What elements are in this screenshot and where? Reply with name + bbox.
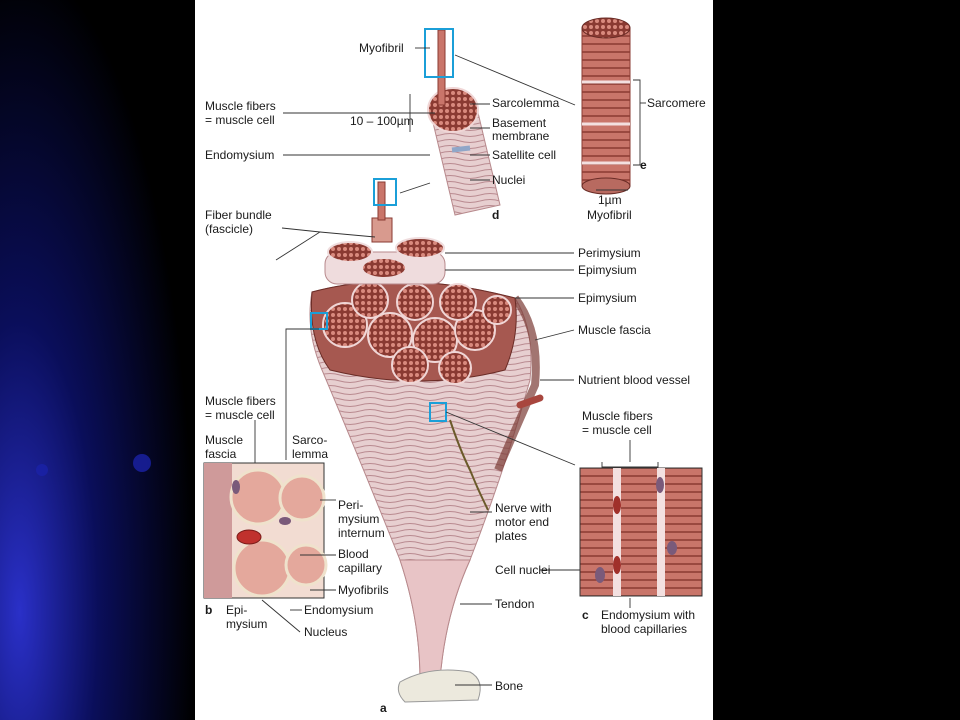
myofibril-e <box>581 17 631 195</box>
label-epimysium-1: Epimysium <box>578 263 637 277</box>
label-fiber-bundle-2: (fascicle) <box>205 222 253 236</box>
label-epimysium-2: Epimysium <box>578 291 637 305</box>
label-muscle-fascia: Muscle fascia <box>578 323 651 337</box>
glow-dot-2 <box>133 454 151 472</box>
label-b-muscle-2: fascia <box>205 447 237 461</box>
glow-dot-1 <box>36 464 48 476</box>
fascicle-cross-sections <box>322 281 512 385</box>
label-panel-b: b <box>205 603 212 617</box>
fascicle-bundle <box>324 178 446 285</box>
label-panel-e: e <box>640 158 647 172</box>
label-b-sarco-1: Sarco- <box>292 433 327 447</box>
label-myofibril-e: Myofibril <box>587 208 632 222</box>
label-b-epi-2: mysium <box>226 617 267 631</box>
label-muscle-fibers: Muscle fibers <box>205 99 276 113</box>
label-panel-a: a <box>380 701 387 715</box>
label-satellite-cell: Satellite cell <box>492 148 556 162</box>
label-c-muscle-fibers-1: Muscle fibers <box>582 409 653 423</box>
label-bone: Bone <box>495 679 523 693</box>
label-nutrient-vessel: Nutrient blood vessel <box>578 373 690 387</box>
label-sarcolemma: Sarcolemma <box>492 96 560 110</box>
label-basement-2: membrane <box>492 129 550 143</box>
label-one-um: 1µm <box>598 193 622 207</box>
label-b-blood-1: Blood <box>338 547 369 561</box>
panel-b <box>203 462 328 599</box>
muscle-fascia-edge <box>494 295 540 472</box>
label-nuclei: Nuclei <box>492 173 525 187</box>
label-b-epi-1: Epi- <box>226 603 247 617</box>
label-tendon: Tendon <box>495 597 534 611</box>
label-c-muscle-fibers-2: = muscle cell <box>582 423 652 437</box>
label-b-sarco-2: lemma <box>292 447 328 461</box>
label-b-peri-2: mysium <box>338 512 379 526</box>
label-myofibril-top: Myofibril <box>359 41 404 55</box>
left-glow <box>0 0 195 720</box>
label-b-muscle-1: Muscle <box>205 433 243 447</box>
label-muscle-cell: = muscle cell <box>205 113 275 127</box>
nerve <box>449 419 489 511</box>
label-b-blood-2: capillary <box>338 561 382 575</box>
label-b-peri-1: Peri- <box>338 498 363 512</box>
label-b-peri-3: internum <box>338 526 385 540</box>
label-nerve-1: Nerve with <box>495 501 552 515</box>
labels: Myofibril Muscle fibers = muscle cell 10… <box>205 41 706 715</box>
bone <box>397 669 481 703</box>
label-b-endomysium: Endomysium <box>304 603 373 617</box>
highlight-box-myofibril <box>424 28 454 78</box>
muscle-fiber-d <box>424 28 501 216</box>
nutrient-blood-vessel <box>516 394 544 409</box>
label-size-range: 10 – 100µm <box>350 114 414 128</box>
main-muscle-illustration <box>309 280 544 703</box>
label-perimysium: Perimysium <box>578 246 641 260</box>
label-panel-c: c <box>582 608 589 622</box>
label-b-muscle-fibers-1: Muscle fibers <box>205 394 276 408</box>
panel-c <box>579 467 703 597</box>
figure-panel: Myofibril Muscle fibers = muscle cell 10… <box>195 0 713 720</box>
label-basement-1: Basement <box>492 116 547 130</box>
label-b-myofibrils: Myofibrils <box>338 583 389 597</box>
label-c-cell-nuclei: Cell nuclei <box>495 563 550 577</box>
leader-lines <box>254 47 659 686</box>
label-sarcomere: Sarcomere <box>647 96 706 110</box>
label-nerve-2: motor end <box>495 515 549 529</box>
label-panel-d: d <box>492 208 499 222</box>
label-endomysium-top: Endomysium <box>205 148 274 162</box>
label-b-nucleus: Nucleus <box>304 625 347 639</box>
label-c-endo-2: blood capillaries <box>601 622 687 636</box>
label-nerve-3: plates <box>495 529 527 543</box>
label-b-muscle-fibers-2: = muscle cell <box>205 408 275 422</box>
label-fiber-bundle-1: Fiber bundle <box>205 208 272 222</box>
highlight-box-fiber <box>373 178 397 206</box>
right-black-band <box>713 0 960 720</box>
label-c-endo-1: Endomysium with <box>601 608 695 622</box>
